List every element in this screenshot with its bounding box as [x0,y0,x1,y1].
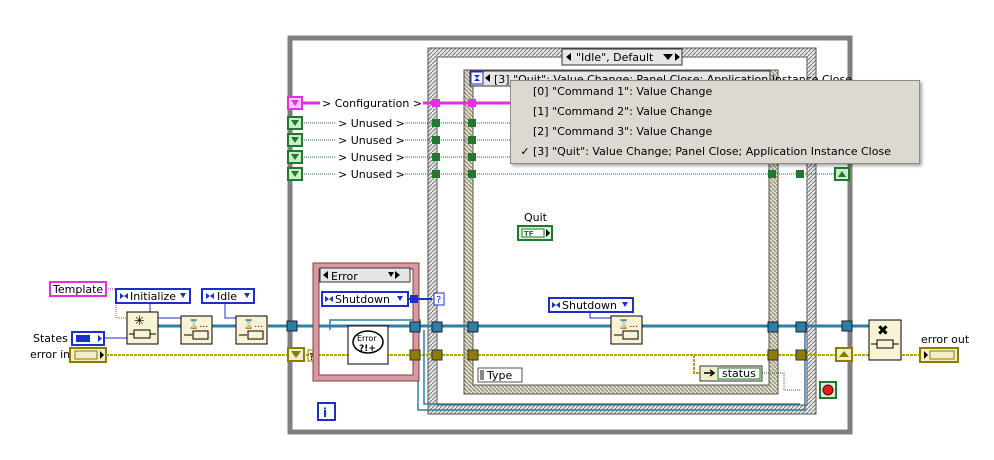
enqueue-node-3[interactable]: ⌛… [610,315,643,345]
svg-text:Shutdown: Shutdown [335,293,390,306]
event-case-menu[interactable]: [0] "Command 1": Value Change [1] "Comma… [510,80,920,164]
svg-text:Initialize: Initialize [130,290,176,303]
shutdown-constant-left[interactable]: Shutdown [321,291,409,307]
svg-text:TF: TF [524,230,534,238]
quit-label: Quit [524,211,548,224]
svg-text:i: i [323,406,327,420]
svg-text:Error: Error [357,334,377,343]
error-case-label: Error [331,270,358,283]
enqueue-node-2[interactable]: ⌛… [235,315,268,345]
states-label: States [33,332,68,345]
menu-item-command-1[interactable]: [0] "Command 1": Value Change [533,85,713,98]
error-shift-register-right[interactable] [835,347,853,362]
svg-text:⌛…: ⌛… [188,318,208,330]
error-in-label: error in [30,348,70,361]
release-queue-node[interactable]: ✖ [868,319,902,361]
menu-item-command-3[interactable]: [2] "Command 3": Value Change [533,125,713,138]
svg-text:⌛…: ⌛… [618,318,638,330]
type-node[interactable]: Type [477,367,523,383]
error-handler-node[interactable]: Error ?!+ [347,325,389,365]
menu-item-quit[interactable]: ✓ [3] "Quit": Value Change; Panel Close;… [511,142,917,161]
initialize-constant[interactable]: Initialize [115,288,191,304]
error-in-terminal[interactable] [69,347,107,363]
case-selector-label: "Idle", Default [576,51,654,64]
svg-text:⌛…: ⌛… [243,318,263,330]
svg-text:Type: Type [486,369,512,382]
enqueue-node-1[interactable]: ⌛… [180,315,213,345]
svg-text:Template: Template [52,283,103,296]
svg-text:Shutdown: Shutdown [562,299,617,312]
unused-label-1: > Unused > [338,117,405,130]
menu-item-command-2[interactable]: [1] "Command 2": Value Change [533,105,713,118]
idle-constant[interactable]: Idle [201,288,255,304]
unused-wires [302,122,835,175]
svg-text:✖: ✖ [877,323,889,339]
shutdown-constant-right[interactable]: Shutdown [548,297,634,313]
error-out-terminal[interactable] [919,347,959,363]
svg-text:Idle: Idle [217,290,237,303]
checkmark-icon: ✓ [520,145,530,158]
quit-terminal[interactable]: TF [517,225,553,241]
unused-label-3: > Unused > [338,151,405,164]
unused-label-2: > Unused > [338,134,405,147]
unused-label-4: > Unused > [338,168,405,181]
config-shift-register-left[interactable] [287,96,303,110]
configuration-label: > Configuration > [322,97,422,110]
svg-text:?: ? [309,352,314,363]
error-out-label: error out [921,333,970,346]
svg-text:?: ? [436,295,441,306]
svg-text:✳: ✳ [134,314,145,329]
unused-shift-registers-left[interactable] [287,116,303,181]
queue-tunnel-left [286,320,298,332]
case-selector[interactable]: "Idle", Default [561,48,683,66]
stop-terminal[interactable] [819,381,837,399]
error-shift-register-left[interactable] [287,347,305,362]
svg-text:?!+: ?!+ [359,344,376,354]
states-terminal[interactable] [71,331,105,346]
status-unbundle[interactable]: status [699,365,763,382]
obtain-queue-node[interactable]: ✳ [126,311,159,345]
iteration-terminal: i [317,402,336,421]
template-constant[interactable]: Template [49,281,107,297]
while-loop-frame[interactable] [287,35,853,435]
config-wire [302,99,512,107]
svg-text:status: status [722,367,756,380]
